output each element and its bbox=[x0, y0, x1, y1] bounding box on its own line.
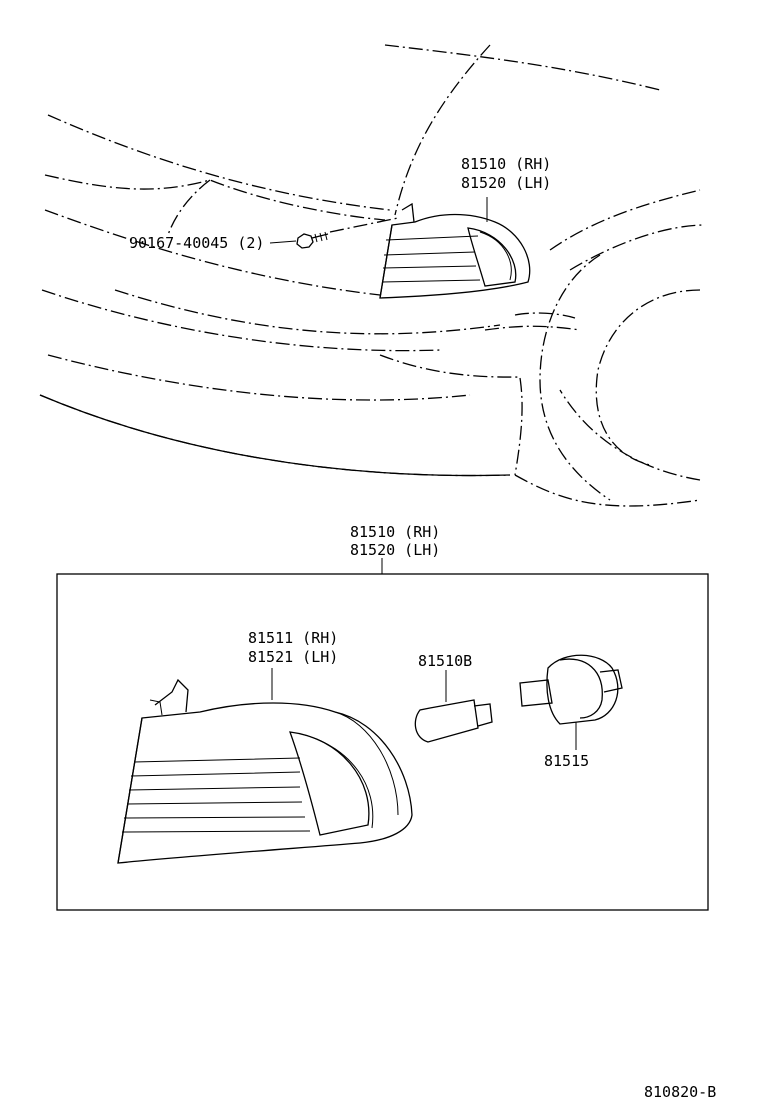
socket-81515 bbox=[519, 654, 623, 750]
lens-label-rh: 81511 (RH) bbox=[248, 629, 338, 647]
corner-lamp-upper bbox=[379, 197, 531, 299]
bulb-label: 81510B bbox=[418, 652, 472, 670]
upper-lamp-label-lh: 81520 (LH) bbox=[461, 174, 551, 192]
vehicle-body-outline bbox=[39, 44, 706, 507]
socket-label: 81515 bbox=[544, 752, 589, 770]
figure-code: 810820-B bbox=[644, 1083, 716, 1101]
lens-label-lh: 81521 (LH) bbox=[248, 648, 338, 666]
assembly-label-lh: 81520 (LH) bbox=[350, 541, 440, 559]
upper-lamp-label-rh: 81510 (RH) bbox=[461, 155, 551, 173]
corner-lamp-lens bbox=[117, 668, 413, 864]
bulb-81510b bbox=[414, 670, 493, 743]
screw-label: 90167-40045 (2) bbox=[129, 234, 264, 252]
screw-90167 bbox=[269, 217, 399, 249]
assembly-label-rh: 81510 (RH) bbox=[350, 523, 440, 541]
